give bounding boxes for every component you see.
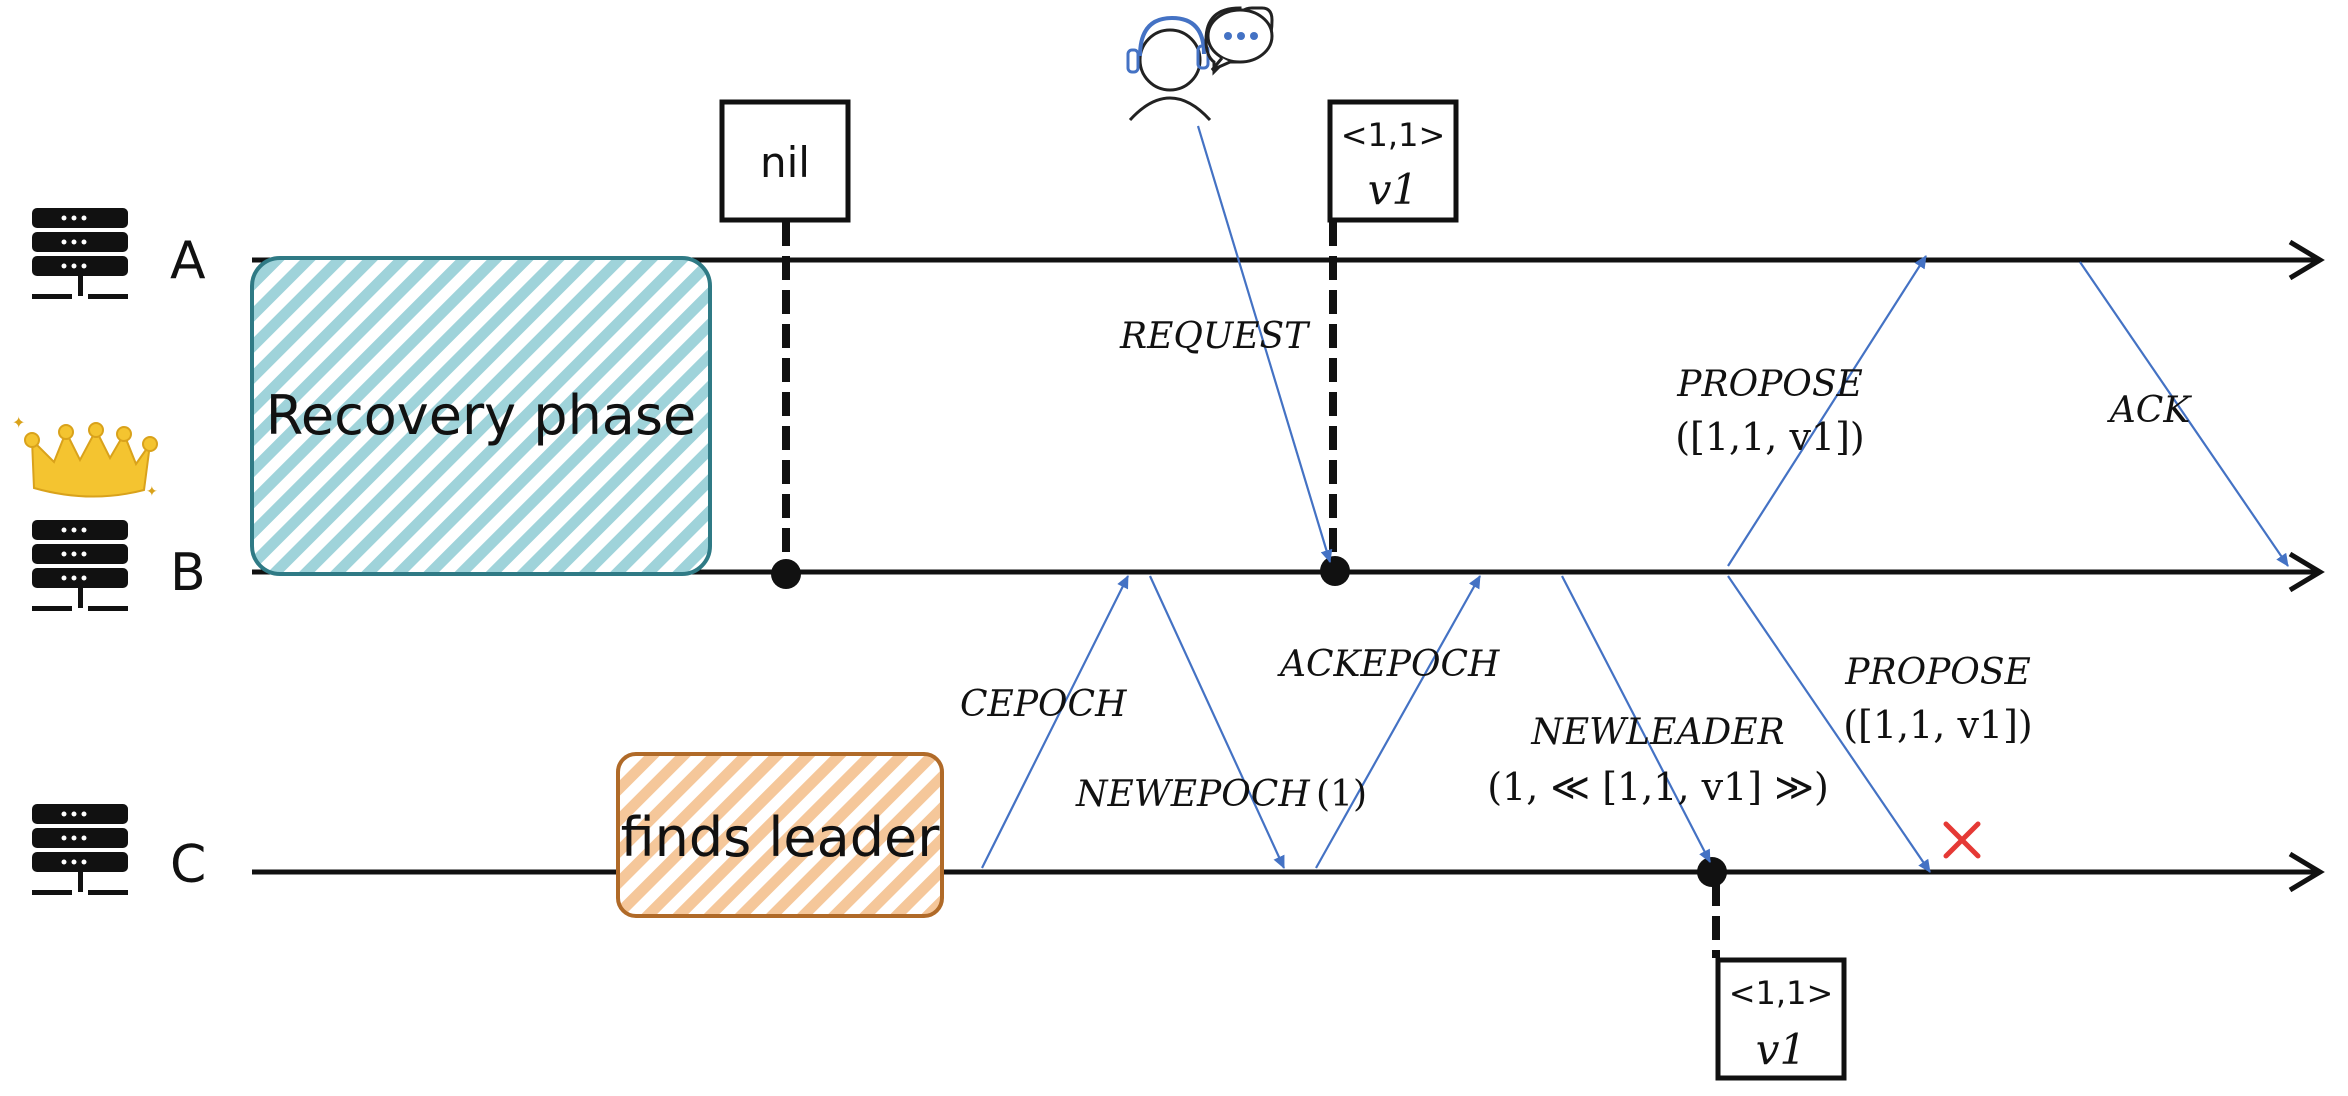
label-request: REQUEST [1119, 316, 1311, 357]
label-newepoch: NEWEPOCH [1075, 774, 1310, 815]
log-box-b-v1-bottom: v1 [1368, 165, 1418, 214]
label-newleader: NEWLEADER [1530, 712, 1784, 753]
svg-text:✦: ✦ [146, 484, 158, 500]
log-point-c-v1 [1697, 857, 1727, 887]
node-label-a: A [170, 231, 206, 291]
arrow-request [1196, 125, 1333, 563]
recovery-phase-region [250, 256, 712, 576]
log-box-c-v1-bottom: v1 [1756, 1025, 1806, 1074]
speech-bubble-icon [1204, 6, 1274, 76]
server-icon-a [32, 208, 128, 299]
node-label-c: C [170, 835, 206, 895]
arrow-cepoch [981, 575, 1129, 869]
recovery-phase-label: Recovery phase [266, 384, 697, 447]
label-newepoch-arg: (1) [1316, 774, 1367, 815]
log-point-b-nil [771, 559, 801, 589]
arrow-newleader [1561, 575, 1711, 863]
timeline-c [252, 851, 2325, 893]
log-box-c-v1 [1715, 957, 1847, 1081]
log-box-b-v1-top: <1,1> [1341, 116, 1446, 154]
log-box-b-v1 [1327, 99, 1459, 223]
label-newleader-arg: (1, ≪ [1,1, v1] ≫) [1487, 765, 1829, 809]
server-icon-c [32, 804, 128, 895]
crown-icon: ✦ ✦ [12, 413, 158, 500]
node-label-b: B [170, 543, 206, 603]
server-icon-b [32, 520, 128, 611]
finds-leader-region [616, 752, 944, 918]
log-box-nil-text: nil [760, 138, 810, 187]
label-propose-c-arg: ([1,1, v1]) [1843, 703, 2033, 747]
log-point-b-v1 [1320, 556, 1350, 586]
arrow-ackepoch [1315, 575, 1481, 869]
label-cepoch: CEPOCH [960, 684, 1127, 725]
svg-text:✦: ✦ [12, 413, 25, 432]
finds-leader-label: finds leader [621, 806, 941, 869]
arrow-ack [2079, 261, 2289, 567]
log-box-nil [719, 99, 851, 223]
label-propose-a: PROPOSE [1676, 364, 1863, 405]
arrow-newepoch [1149, 575, 1285, 869]
label-ackepoch: ACKEPOCH [1277, 644, 1500, 685]
arrow-propose-to-a [1727, 255, 1927, 567]
client-icon [1126, 15, 1212, 122]
arrow-propose-to-c [1727, 575, 1931, 873]
label-propose-a-arg: ([1,1, v1]) [1675, 415, 1865, 459]
label-ack: ACK [2107, 390, 2193, 431]
label-propose-c: PROPOSE [1844, 652, 2031, 693]
log-box-c-v1-top: <1,1> [1729, 974, 1834, 1012]
cross-icon [1943, 821, 1981, 859]
